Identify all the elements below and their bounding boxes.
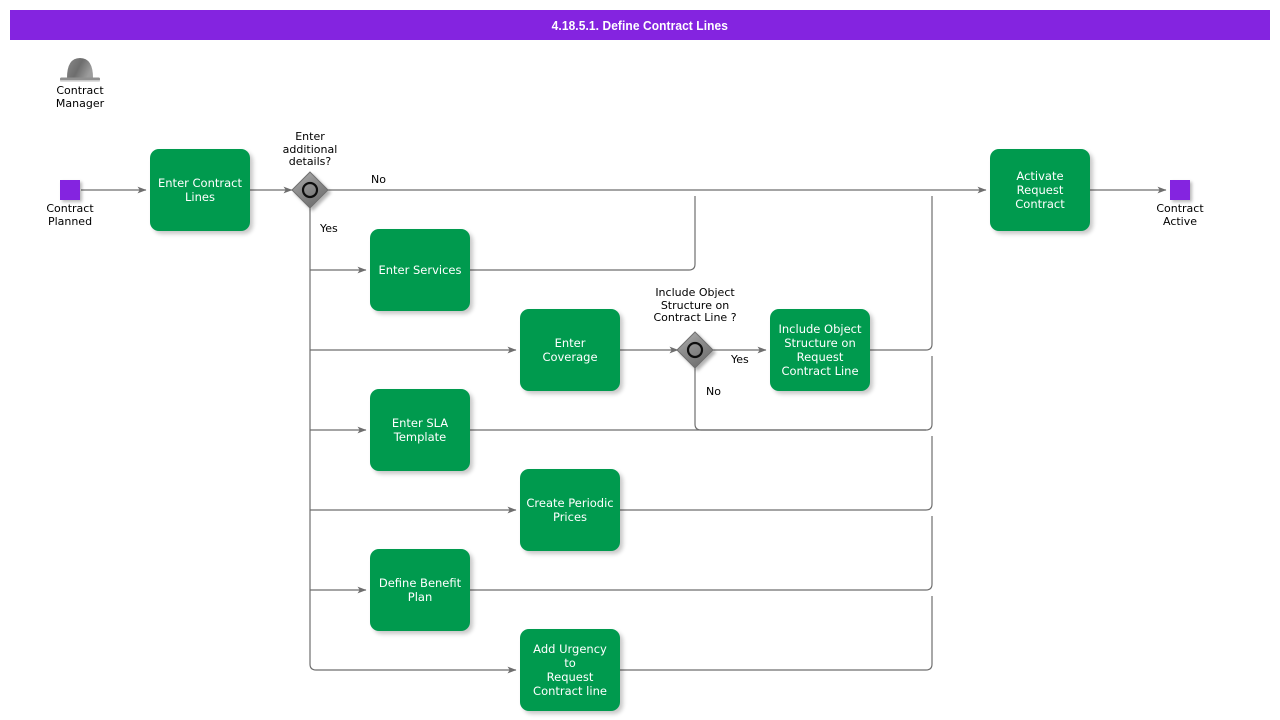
gateway-include-object-structure-label: Include Object Structure on Contract Lin… [653, 286, 737, 324]
task-define-benefit-plan[interactable]: Define Benefit Plan [370, 549, 470, 631]
flow-label-gw2-yes: Yes [731, 353, 749, 366]
flow-add-urgency-merge [620, 596, 933, 671]
task-enter-sla-template[interactable]: Enter SLA Template [370, 389, 470, 471]
flow-label-gw1-no: No [371, 173, 386, 186]
flow-create-periodic-prices-merge [620, 436, 933, 511]
task-enter-coverage[interactable]: Enter Coverage [520, 309, 620, 391]
flow-gateway1-yes-spine [309, 208, 317, 671]
task-add-urgency-to-request-contract-line[interactable]: Add Urgency to Request Contract line [520, 629, 620, 711]
flow-label-gw2-no: No [706, 385, 721, 398]
start-event-label: Contract Planned [46, 202, 94, 228]
page-title: 4.18.5.1. Define Contract Lines [551, 17, 729, 33]
gateway-include-object-structure[interactable] [676, 331, 714, 369]
task-create-periodic-prices[interactable]: Create Periodic Prices [520, 469, 620, 551]
end-event-contract-active[interactable] [1170, 180, 1190, 200]
flow-include-object-structure-merge [870, 196, 933, 351]
task-activate-request-contract[interactable]: Activate Request Contract [990, 149, 1090, 231]
start-event-contract-planned[interactable] [60, 180, 80, 200]
bowler-hat-icon [60, 58, 100, 82]
flow-label-gw1-yes: Yes [320, 222, 338, 235]
gateway-additional-details-label: Enter additional details? [282, 130, 338, 168]
task-enter-services[interactable]: Enter Services [370, 229, 470, 311]
flow-define-benefit-plan-merge [470, 516, 933, 591]
end-event-label: Contract Active [1156, 202, 1204, 228]
task-include-object-structure-on-request-contract-line[interactable]: Include Object Structure on Request Cont… [770, 309, 870, 391]
flow-enter-services-merge [470, 196, 696, 271]
gateway-enter-additional-details[interactable] [291, 171, 329, 209]
diagram-header-bar: 4.18.5.1. Define Contract Lines [10, 10, 1270, 40]
lane-actor-label: Contract Manager [55, 84, 105, 110]
task-enter-contract-lines[interactable]: Enter Contract Lines [150, 149, 250, 231]
